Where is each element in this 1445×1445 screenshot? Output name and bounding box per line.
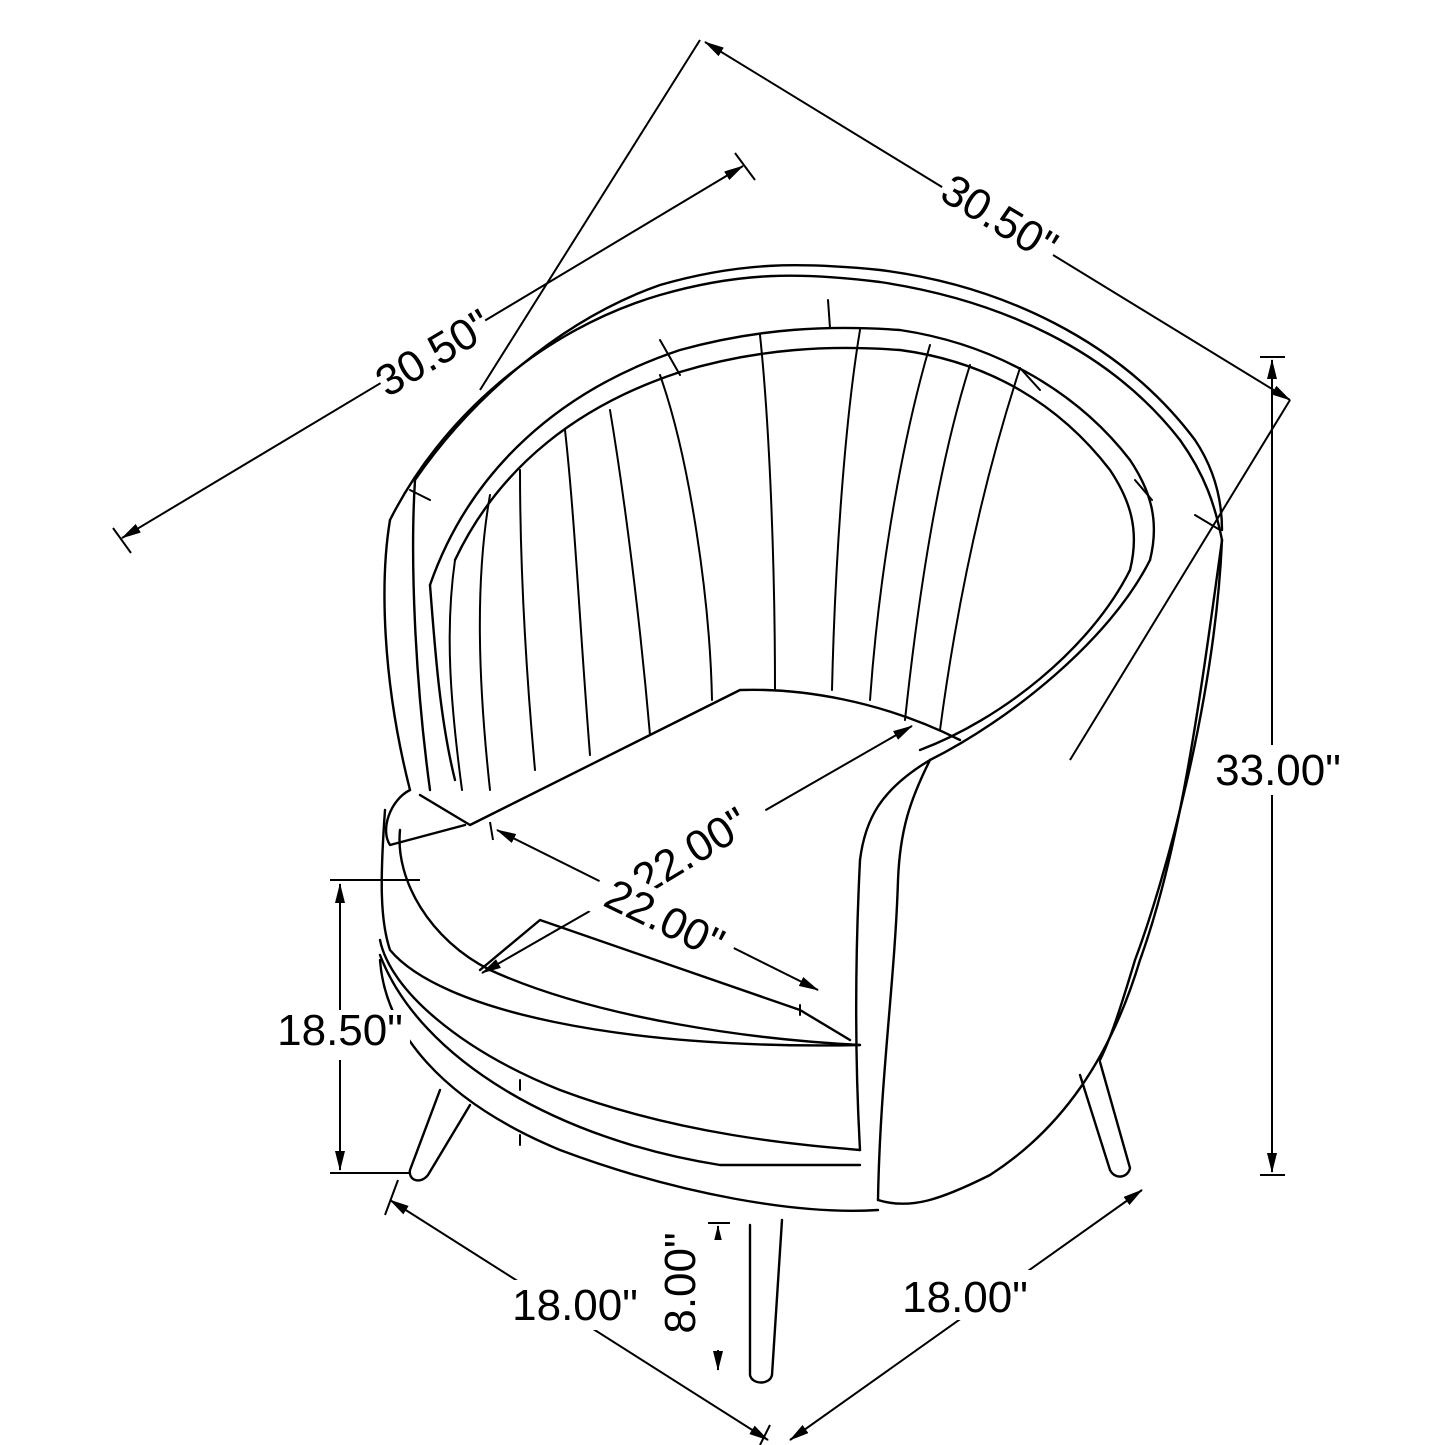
width-label: 30.50"	[367, 300, 500, 407]
dimension-labels: 30.50" 30.50" 33.00" 18.50" 22.00" 22.00…	[270, 162, 1358, 1350]
depth-label: 30.50"	[933, 165, 1066, 272]
leg-height-label: 8.00"	[656, 1232, 705, 1333]
chair-outline	[378, 264, 1224, 1384]
seat-height-label: 18.50"	[277, 1006, 403, 1055]
base-left-label: 18.00"	[512, 1281, 638, 1330]
back-channels	[448, 329, 1021, 791]
base-right-label: 18.00"	[902, 1273, 1028, 1322]
height-label: 33.00"	[1215, 746, 1341, 795]
